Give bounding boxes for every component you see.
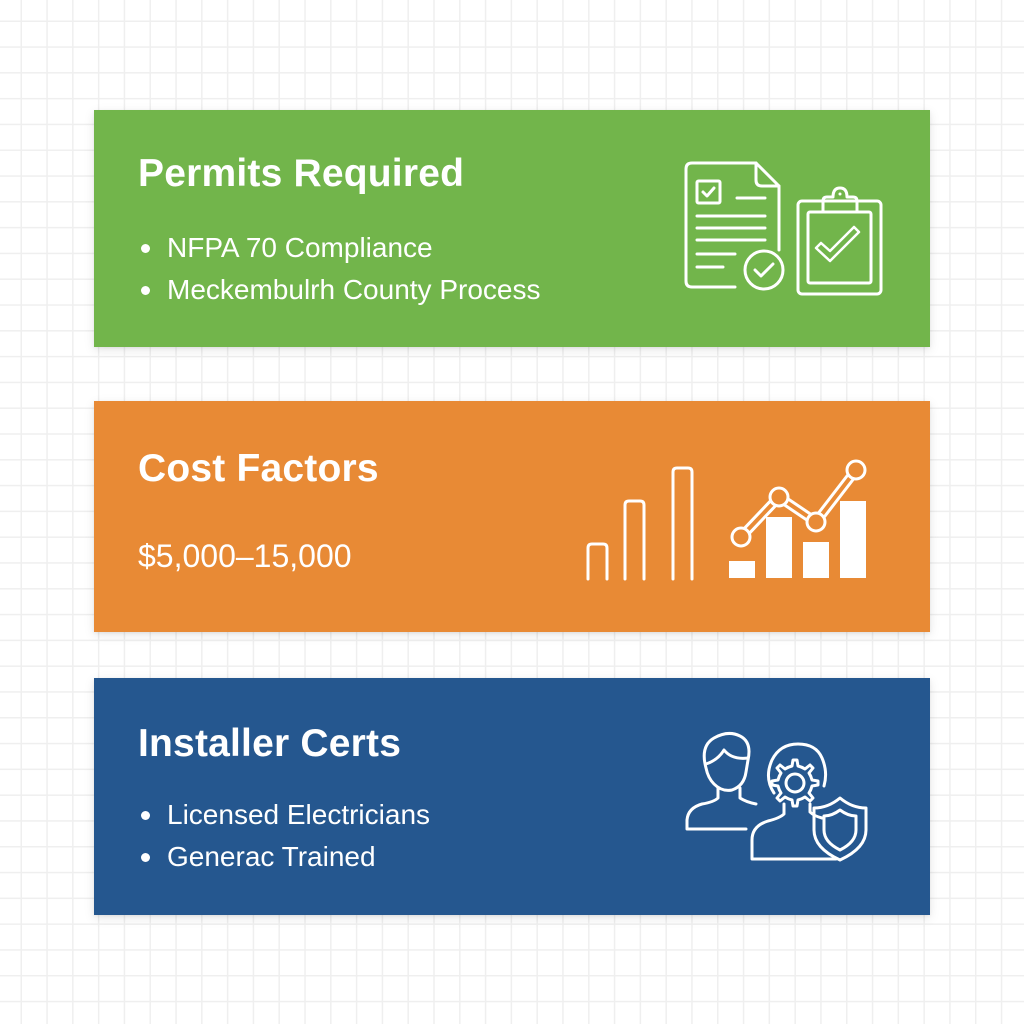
person-icon <box>685 731 758 831</box>
installer-certs-card: Installer Certs Licensed Electricians Ge… <box>94 678 930 915</box>
technician-gear-shield-icon <box>750 742 868 862</box>
bullet-dot-icon <box>141 811 150 820</box>
cost-factors-card: Cost Factors $5,000–15,000 <box>94 401 930 632</box>
card-title: Installer Certs <box>138 722 402 765</box>
bullet-item: NFPA 70 Compliance <box>138 227 540 269</box>
bullet-text: Meckembulrh County Process <box>167 274 541 305</box>
bullet-dot-icon <box>141 853 150 862</box>
bullet-dot-icon <box>141 244 150 253</box>
permits-bullet-list: NFPA 70 Compliance Meckembulrh County Pr… <box>138 227 540 311</box>
bullet-item: Meckembulrh County Process <box>138 269 540 311</box>
bullet-item: Generac Trained <box>138 836 430 878</box>
bullet-dot-icon <box>141 286 150 295</box>
bullet-item: Licensed Electricians <box>138 794 430 836</box>
bar-chart-outline-icon <box>586 466 694 581</box>
permits-required-card: Permits Required NFPA 70 Compliance Meck… <box>94 110 930 347</box>
card-title: Permits Required <box>138 152 465 195</box>
bullet-text: Generac Trained <box>167 841 376 872</box>
clipboard-check-icon <box>796 186 883 296</box>
card-title: Cost Factors <box>138 447 379 490</box>
document-checklist-icon <box>684 161 785 291</box>
bar-line-chart-icon <box>729 459 867 578</box>
cost-range-value: $5,000–15,000 <box>138 538 352 574</box>
certs-bullet-list: Licensed Electricians Generac Trained <box>138 794 430 878</box>
bullet-text: Licensed Electricians <box>167 799 431 830</box>
bullet-text: NFPA 70 Compliance <box>167 232 433 263</box>
